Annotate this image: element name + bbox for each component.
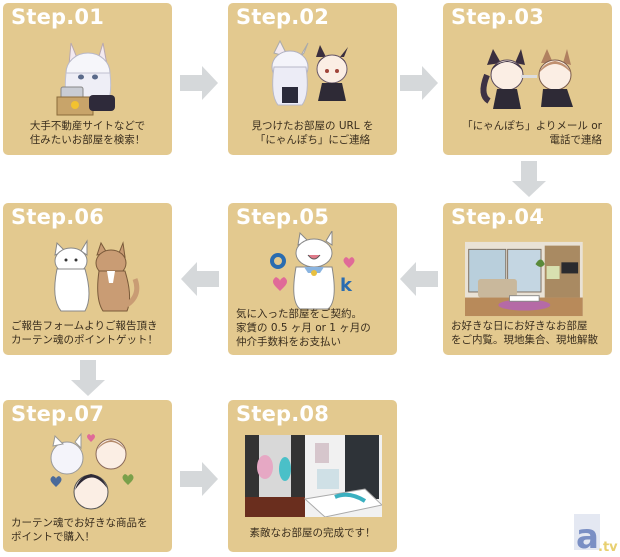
step-04-card: Step.04 お好きな日にお好きなお部屋 をご内覧。現地集合、現地解散 <box>443 203 612 355</box>
step-01-card: Step.01 大手不動産サイトなどで 住みたいお部屋を検索！ <box>3 3 172 155</box>
living-room-photo-icon <box>465 241 583 317</box>
arrow-left-icon <box>400 262 438 296</box>
two-chibi-girls-talking-illustration-icon <box>480 49 573 109</box>
step-description: 素敵なお部屋の完成です！ <box>249 527 376 539</box>
step-title: Step.04 <box>451 205 545 229</box>
step-08-card: Step.08 素敵なお部屋の完成です！ <box>228 400 397 552</box>
two-chibi-characters-illustration-icon <box>271 39 348 106</box>
step-02-card: Step.02 見つけたお部屋の URL を 「にゃんぽち」にご連絡 <box>228 3 397 155</box>
step-06-card: Step.06 ご報告フォームよりご報告頂き カーテン魂のポイントゲット！ <box>3 203 172 355</box>
arrow-right-icon <box>180 66 218 100</box>
step-description: カーテン魂でお好きな商品を ポイントで購入！ <box>11 517 148 543</box>
step-title: Step.08 <box>236 402 330 426</box>
two-cats-illustration-icon <box>54 239 140 312</box>
step-title: Step.06 <box>11 205 105 229</box>
arrow-left-icon <box>181 262 219 296</box>
white-cat-ok-illustration-icon: k <box>270 231 355 310</box>
svg-text:.tv: .tv <box>598 540 618 553</box>
step-07-card: Step.07 カーテン魂でお好きな商品を ポイントで購入！ <box>3 400 172 552</box>
atv-logo-icon: a .tv <box>572 510 620 557</box>
step-title: Step.02 <box>236 5 330 29</box>
svg-text:k: k <box>340 275 353 296</box>
step-description: 見つけたお部屋の URL を 「にゃんぽち」にご連絡 <box>251 120 374 146</box>
arrow-down-icon <box>512 161 546 197</box>
step-title: Step.05 <box>236 205 330 229</box>
step-description: 大手不動産サイトなどで 住みたいお部屋を検索！ <box>29 120 146 146</box>
three-chibi-heads-illustration-icon <box>50 432 134 510</box>
step-05-card: Step.05 k 気に入った部屋をご契約。 家賃の 0.5 ヶ月 or 1 ヶ… <box>228 203 397 355</box>
arrow-down-icon <box>71 360 105 396</box>
step-description: お好きな日にお好きなお部屋 をご内覧。現地集合、現地解散 <box>451 320 598 346</box>
chibi-laptop-illustration-icon <box>56 42 115 116</box>
svg-text:a: a <box>576 517 599 553</box>
anime-bedroom-photo-icon <box>245 435 382 517</box>
step-description: ご報告フォームよりご報告頂き カーテン魂のポイントゲット！ <box>11 320 158 346</box>
step-03-card: Step.03 「にゃんぽち」よりメール or 電話で連絡 <box>443 3 612 155</box>
arrow-right-icon <box>180 462 218 496</box>
step-description: 「にゃんぽち」よりメール or 電話で連絡 <box>462 120 602 146</box>
step-title: Step.01 <box>11 5 105 29</box>
arrow-right-icon <box>400 66 438 100</box>
step-title: Step.03 <box>451 5 545 29</box>
step-description: 気に入った部屋をご契約。 家賃の 0.5 ヶ月 or 1 ヶ月の 仲介手数料をお… <box>236 308 371 348</box>
step-title: Step.07 <box>11 402 105 426</box>
